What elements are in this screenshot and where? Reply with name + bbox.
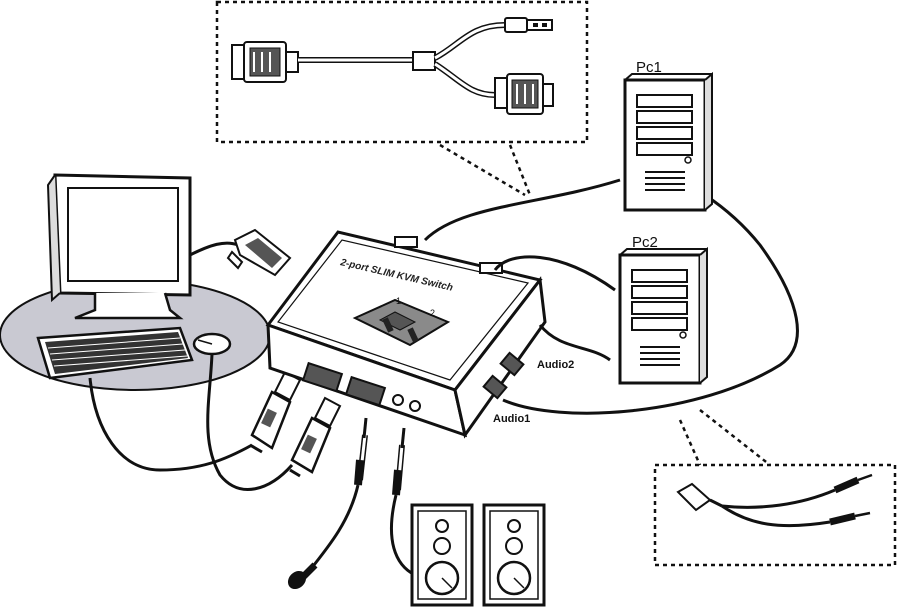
microphone-icon <box>284 565 315 593</box>
usb-plug-detail-icon <box>505 18 552 32</box>
switch-port-2-label: 2 <box>430 308 435 318</box>
pc-tower-1-icon <box>625 74 712 210</box>
audio-jack-2-icon <box>396 428 404 495</box>
switch-port-1-label: 1 <box>396 296 401 306</box>
vga-connector-right-icon <box>495 74 553 114</box>
mouse-icon <box>194 334 230 354</box>
vga-connector-icon <box>228 230 290 275</box>
cable-splitter <box>413 52 435 70</box>
audio-jack-1-icon <box>358 418 366 485</box>
audio2-label: Audio2 <box>537 359 574 371</box>
pc2-label: Pc2 <box>632 234 658 251</box>
speaker-2-icon <box>484 505 544 605</box>
audio-cable-detail <box>655 465 895 565</box>
pc-tower-2-icon <box>620 249 707 383</box>
usb-plug-2-icon <box>290 398 340 476</box>
usb-plug-1-icon <box>250 372 300 452</box>
audio-cable-jack-2-icon <box>830 513 870 522</box>
audio1-label: Audio1 <box>493 413 530 425</box>
audio-cable-jack-1-icon <box>835 475 872 490</box>
kvm-cable-detail <box>217 2 587 142</box>
speaker-1-icon <box>412 505 472 605</box>
vga-connector-left-icon <box>232 42 298 82</box>
pc1-label: Pc1 <box>636 59 662 76</box>
